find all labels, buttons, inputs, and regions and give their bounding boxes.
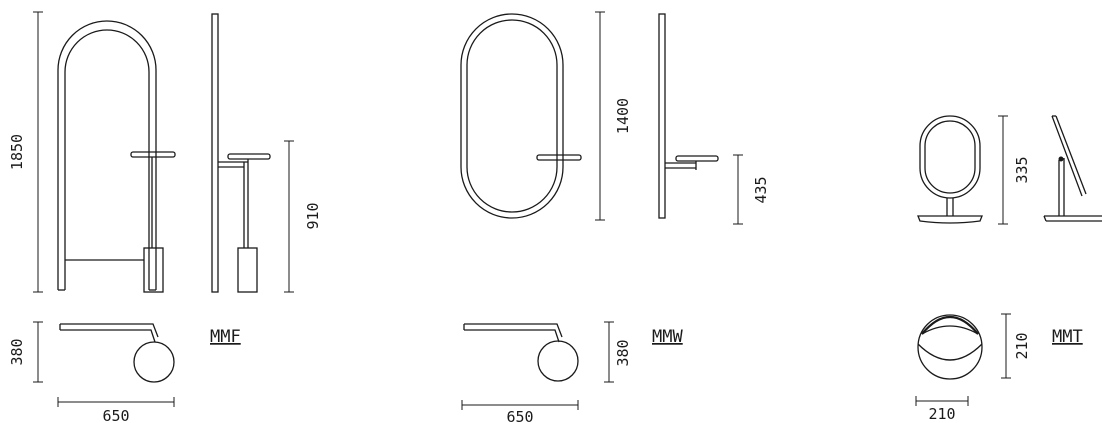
mmf-top-view <box>59 323 175 383</box>
mmt-side-view <box>1043 115 1102 222</box>
mmf-depth-label: 380 <box>8 338 26 365</box>
mmw-shelf-height-dimension: 435 <box>733 154 770 225</box>
mmw-product-label: MMW <box>652 327 683 347</box>
mmw-depth-dimension: 380 <box>604 321 632 383</box>
mmf-height-dimension: 1850 <box>8 11 43 293</box>
mmw-height-label: 1400 <box>614 98 632 134</box>
mmw-top-view <box>463 323 579 382</box>
mmf-front-view <box>57 20 176 293</box>
mmw-width-dimension: 650 <box>461 400 579 423</box>
mmt-width-dimension: 210 <box>915 396 969 423</box>
mmw-side-view <box>658 13 719 219</box>
mmw-depth-label: 380 <box>614 339 632 366</box>
mmw-front-view <box>460 13 582 219</box>
mmt-width-label: 210 <box>928 405 955 423</box>
mmt-front-view <box>917 115 983 224</box>
mmf-product-label: MMF <box>210 327 241 347</box>
mmt-height-dimension: 335 <box>998 115 1031 225</box>
mmf-shelf-height-label: 910 <box>304 202 322 229</box>
mmf-width-label: 650 <box>102 407 129 423</box>
mmf-height-label: 1850 <box>8 134 26 170</box>
mmt-depth-label: 210 <box>1013 332 1031 359</box>
mmt-top-view <box>917 314 983 380</box>
mmt-height-label: 335 <box>1013 156 1031 183</box>
mmt-depth-dimension: 210 <box>1001 313 1031 379</box>
mmf-side-view <box>211 13 271 293</box>
mmt-product-label: MMT <box>1052 327 1083 347</box>
mmf-width-dimension: 650 <box>57 397 175 423</box>
mmw-width-label: 650 <box>506 408 533 423</box>
mmw-shelf-height-label: 435 <box>752 176 770 203</box>
mmw-height-dimension: 1400 <box>595 11 632 221</box>
mmf-shelf-height-dimension: 910 <box>284 140 322 293</box>
mmf-depth-dimension: 380 <box>8 321 43 383</box>
